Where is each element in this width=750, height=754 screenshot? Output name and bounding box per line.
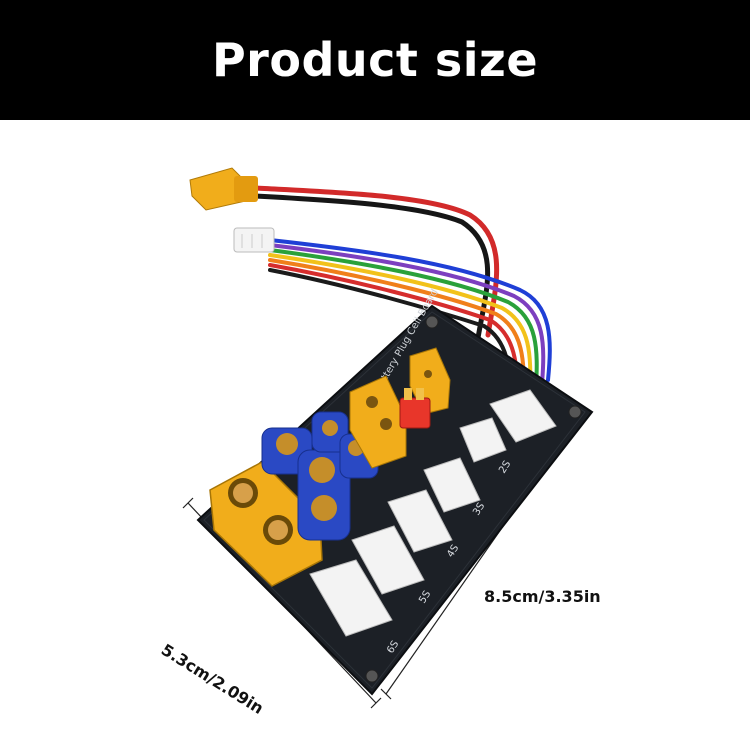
header-banner: Product size: [0, 0, 750, 120]
balance-sockets: [309, 389, 557, 637]
balance-plug-cable: [233, 227, 275, 253]
product-photo: Battery Plug Cell Board: [0, 120, 750, 750]
xt60-plug-cable: [189, 167, 258, 211]
xt90-connector: [209, 461, 323, 587]
page-title: Product size: [211, 33, 539, 87]
t-plug-connector: [399, 388, 431, 429]
xt60-connector: [349, 375, 407, 469]
product-illustration: Battery Plug Cell Board: [182, 167, 594, 709]
ec5-connector: [261, 427, 351, 541]
length-dimension-label: 8.5cm/3.35in: [484, 587, 601, 606]
